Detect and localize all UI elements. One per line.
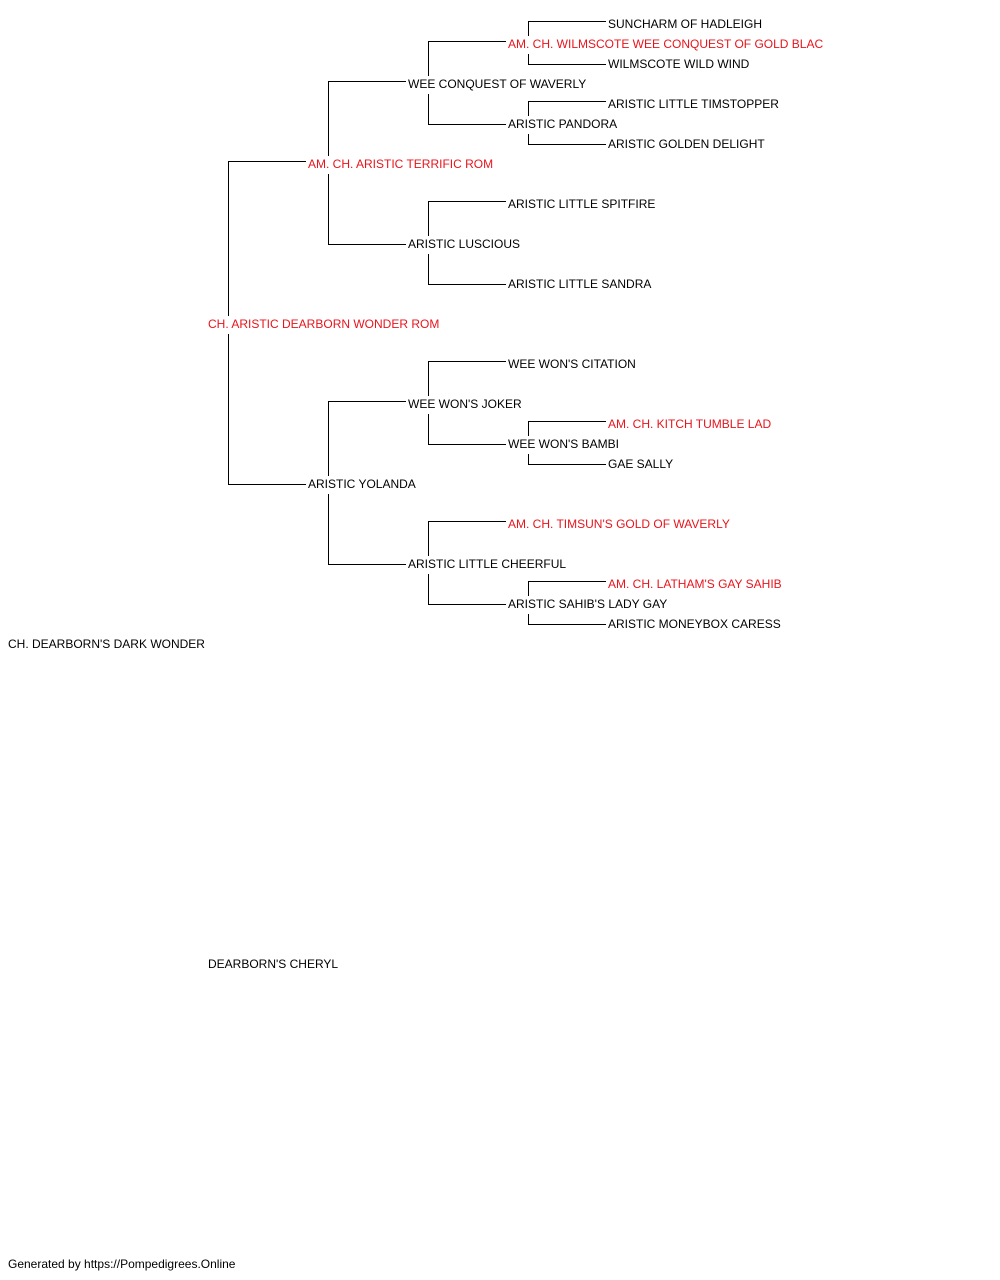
connector-line bbox=[528, 101, 529, 116]
connector-line bbox=[528, 624, 606, 625]
connector-line bbox=[528, 21, 529, 36]
connector-line bbox=[528, 421, 529, 436]
connector-line bbox=[428, 361, 429, 396]
ancestor-name: SUNCHARM OF HADLEIGH bbox=[608, 17, 763, 31]
ancestor-name: AM. CH. TIMSUN'S GOLD OF WAVERLY bbox=[508, 517, 730, 531]
connector-line bbox=[228, 161, 306, 162]
connector-line bbox=[228, 334, 229, 485]
connector-line bbox=[428, 254, 429, 285]
connector-line bbox=[328, 401, 406, 402]
connector-line bbox=[328, 81, 406, 82]
sire-name: CH. ARISTIC DEARBORN WONDER ROM bbox=[208, 317, 440, 331]
ancestor-name: ARISTIC GOLDEN DELIGHT bbox=[608, 137, 765, 151]
connector-line bbox=[528, 421, 606, 422]
connector-line bbox=[528, 581, 529, 596]
connector-line bbox=[528, 144, 606, 145]
connector-line bbox=[428, 124, 506, 125]
connector-line bbox=[328, 244, 406, 245]
connector-line bbox=[428, 201, 429, 236]
connector-line bbox=[428, 444, 506, 445]
ancestor-name: WEE CONQUEST OF WAVERLY bbox=[408, 77, 587, 91]
connector-line bbox=[428, 521, 506, 522]
connector-line bbox=[428, 604, 506, 605]
ancestor-name: AM. CH. WILMSCOTE WEE CONQUEST OF GOLD B… bbox=[508, 37, 824, 51]
dam-name: DEARBORN'S CHERYL bbox=[208, 957, 339, 971]
connector-line bbox=[328, 81, 329, 156]
connector-line bbox=[528, 581, 606, 582]
ancestor-name: WEE WON'S BAMBI bbox=[508, 437, 619, 451]
connector-line bbox=[328, 564, 406, 565]
connector-line bbox=[528, 134, 529, 145]
connector-line bbox=[428, 284, 506, 285]
ancestor-name: ARISTIC LUSCIOUS bbox=[408, 237, 521, 251]
connector-line bbox=[528, 464, 606, 465]
ancestor-name: ARISTIC LITTLE TIMSTOPPER bbox=[608, 97, 779, 111]
connector-line bbox=[528, 614, 529, 625]
sire-dam-name: ARISTIC YOLANDA bbox=[308, 477, 416, 491]
ancestor-name: ARISTIC LITTLE SPITFIRE bbox=[508, 197, 656, 211]
ancestor-name: AM. CH. LATHAM'S GAY SAHIB bbox=[608, 577, 782, 591]
ancestor-name: ARISTIC LITTLE SANDRA bbox=[508, 277, 652, 291]
connector-line bbox=[428, 201, 506, 202]
ancestor-name: WEE WON'S JOKER bbox=[408, 397, 522, 411]
connector-line bbox=[528, 64, 606, 65]
subject-name: CH. DEARBORN'S DARK WONDER bbox=[8, 637, 205, 651]
connector-line bbox=[428, 41, 506, 42]
connector-line bbox=[528, 454, 529, 465]
ancestor-name: WEE WON'S CITATION bbox=[508, 357, 636, 371]
connector-line bbox=[428, 41, 429, 76]
ancestor-name: GAE SALLY bbox=[608, 457, 674, 471]
connector-line bbox=[328, 494, 329, 565]
connector-line bbox=[428, 94, 429, 125]
connector-line bbox=[428, 361, 506, 362]
footer-credit: Generated by https://Pompedigrees.Online bbox=[8, 1257, 236, 1271]
ancestor-name: WILMSCOTE WILD WIND bbox=[608, 57, 750, 71]
ancestor-name: ARISTIC PANDORA bbox=[508, 117, 618, 131]
ancestor-name: AM. CH. KITCH TUMBLE LAD bbox=[608, 417, 772, 431]
connector-line bbox=[428, 414, 429, 445]
connector-line bbox=[528, 21, 606, 22]
connector-line bbox=[328, 401, 329, 476]
ancestor-name: ARISTIC LITTLE CHEERFUL bbox=[408, 557, 567, 571]
connector-line bbox=[528, 54, 529, 65]
connector-line bbox=[328, 174, 329, 245]
ancestor-name: ARISTIC SAHIB'S LADY GAY bbox=[508, 597, 668, 611]
connector-line bbox=[528, 101, 606, 102]
connector-line bbox=[228, 161, 229, 316]
connector-line bbox=[228, 484, 306, 485]
sire-sire-name: AM. CH. ARISTIC TERRIFIC ROM bbox=[308, 157, 494, 171]
connector-line bbox=[428, 521, 429, 556]
ancestor-name: ARISTIC MONEYBOX CARESS bbox=[608, 617, 781, 631]
connector-line bbox=[428, 574, 429, 605]
